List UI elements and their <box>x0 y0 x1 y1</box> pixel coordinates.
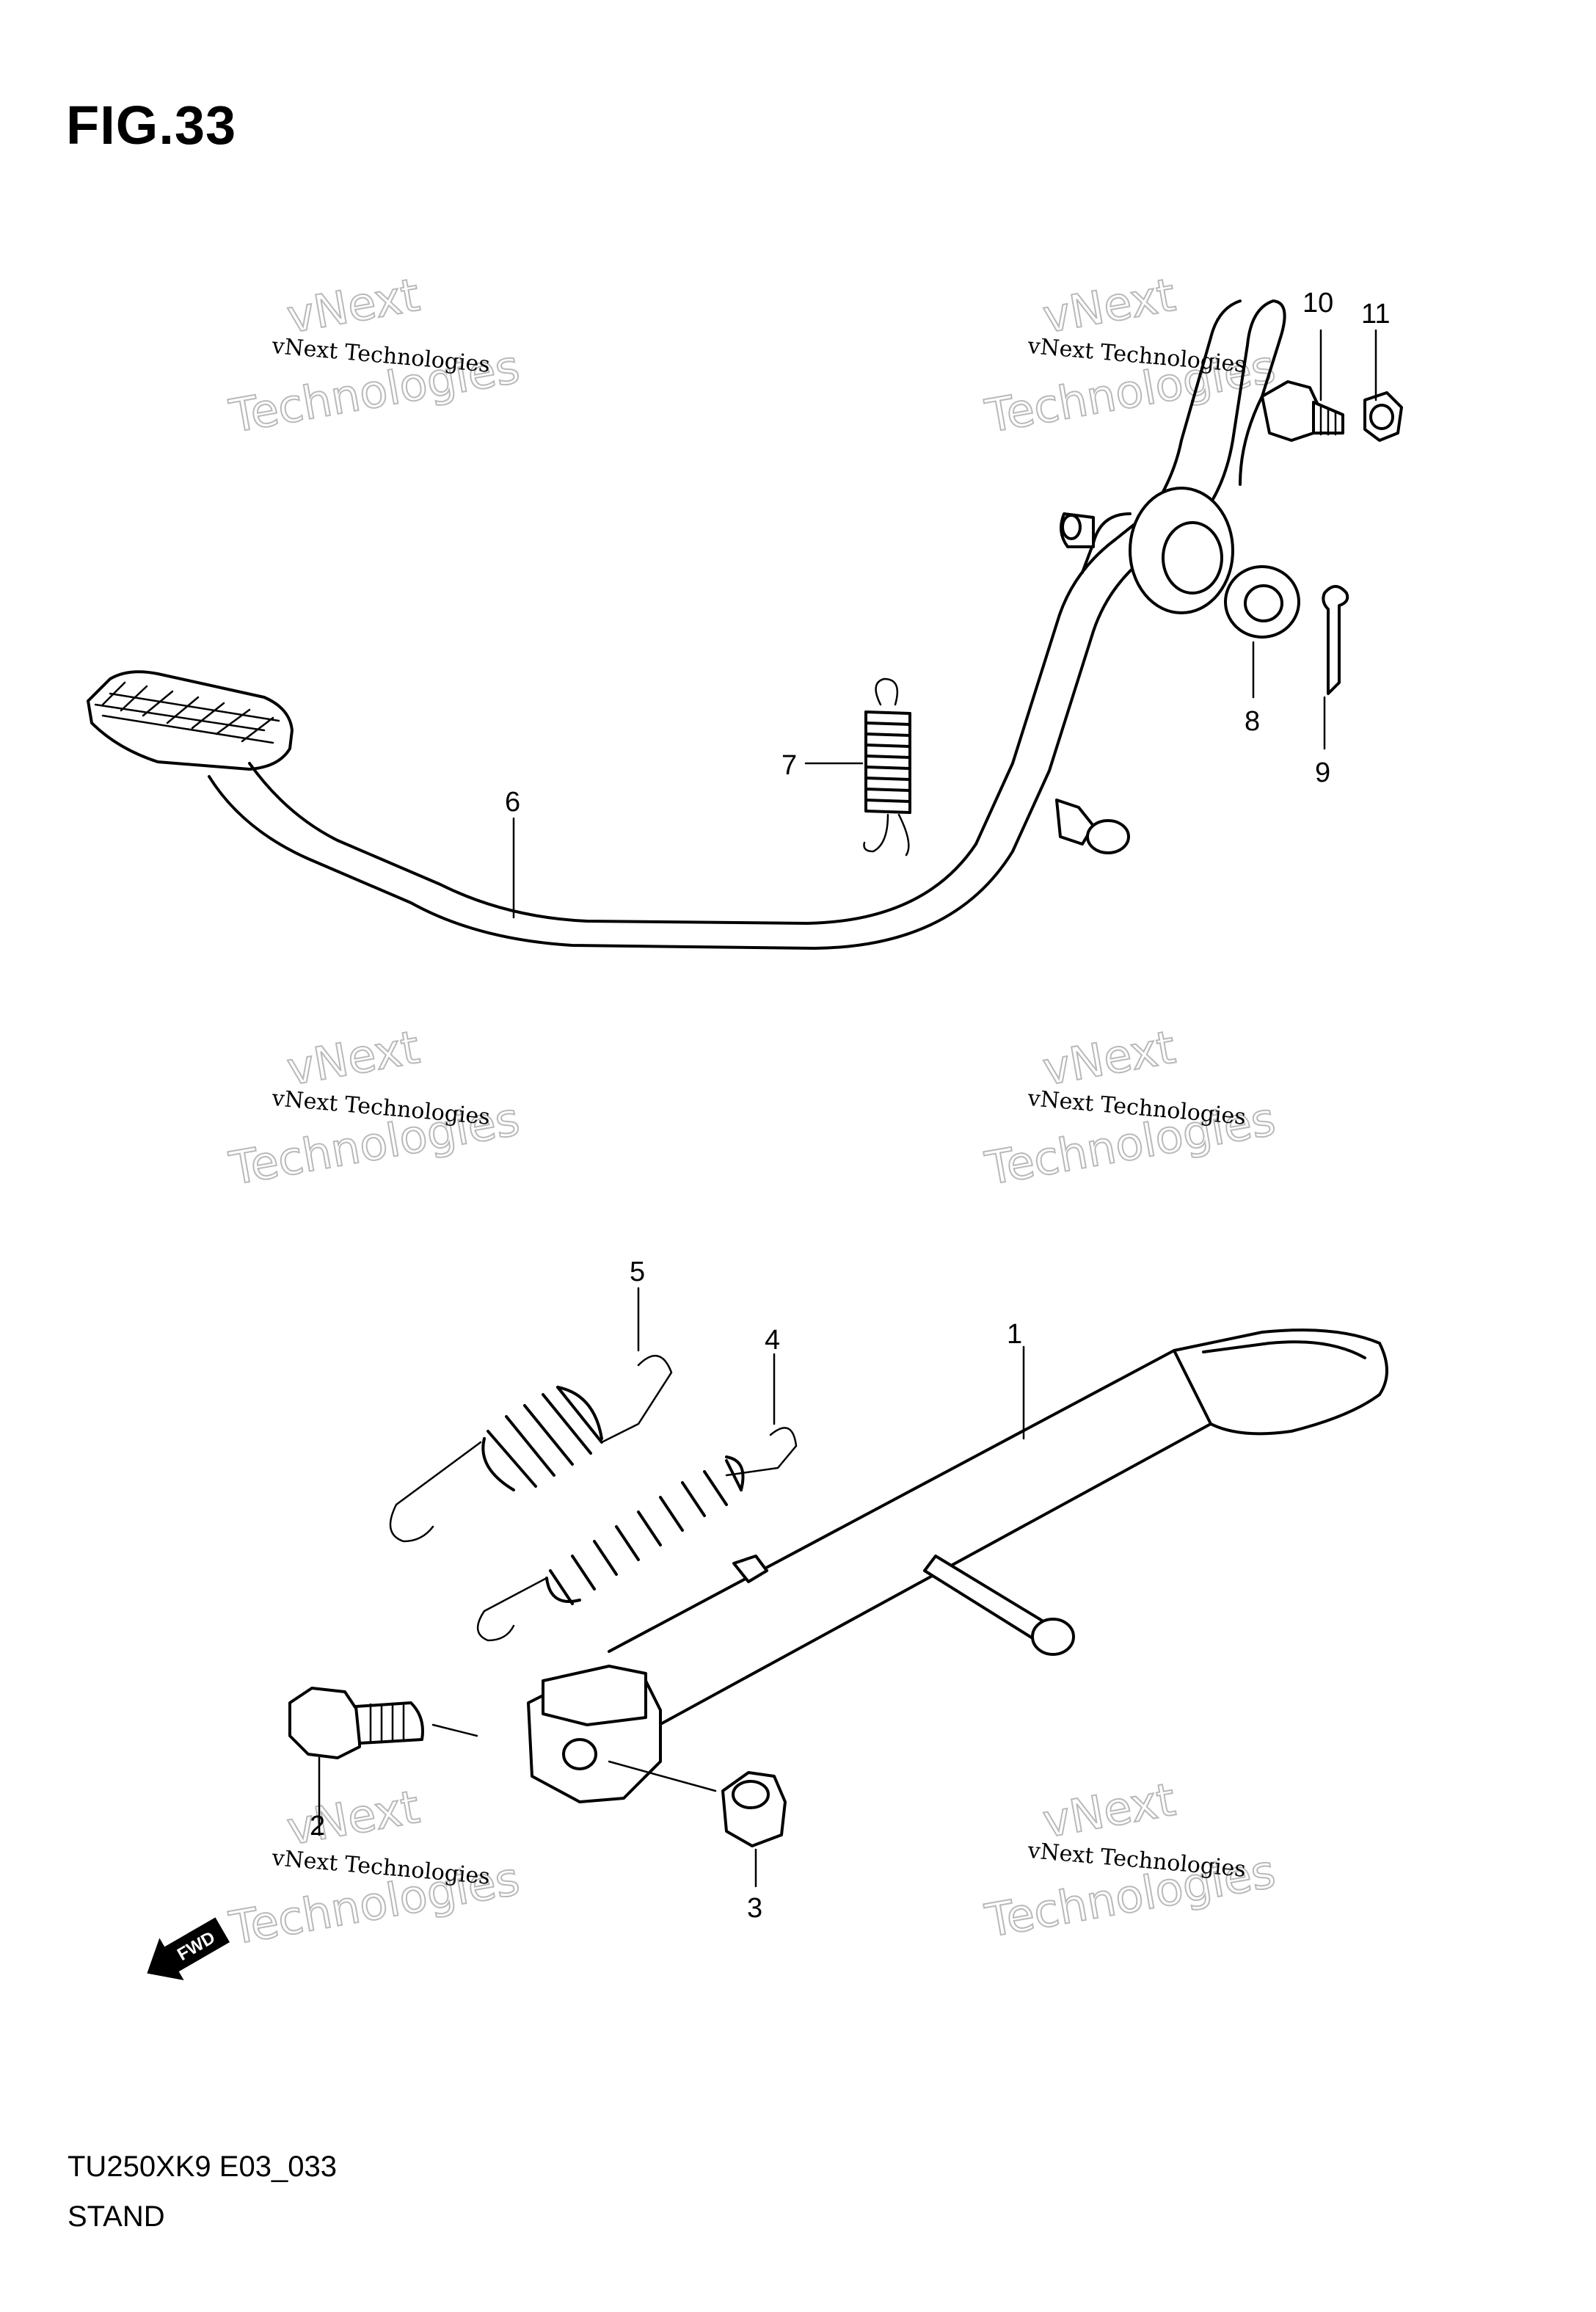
callout-4: 4 <box>765 1325 780 1356</box>
watermark: vNext Technologies vNext Technologies <box>980 1772 1280 1949</box>
watermark-big-top: vNext <box>1039 1773 1179 1848</box>
callout-9: 9 <box>1315 757 1330 788</box>
model-code: TU250XK9 E03_033 <box>68 2151 337 2183</box>
watermark: vNext Technologies vNext Technologies <box>980 1019 1280 1196</box>
part-1-side-stand <box>527 1328 1388 1803</box>
watermark-big-top: vNext <box>283 268 423 343</box>
part-11-nut <box>1363 391 1403 442</box>
callout-2: 2 <box>310 1811 325 1842</box>
watermark-big-top: vNext <box>283 1780 423 1855</box>
callouts: 1 2 3 4 5 6 7 8 9 10 11 <box>310 288 1390 1924</box>
callout-6: 6 <box>505 787 520 818</box>
watermark-big-top: vNext <box>1039 268 1179 343</box>
part-6-brake-pedal <box>87 299 1286 950</box>
part-9-cotter-pin <box>1322 585 1349 695</box>
watermark: vNext Technologies vNext Technologies <box>980 267 1280 444</box>
part-10-bolt <box>1261 380 1344 442</box>
watermark: vNext Technologies vNext Technologies <box>225 1019 524 1196</box>
watermark-big-top: vNext <box>283 1020 423 1096</box>
callout-3: 3 <box>747 1893 762 1924</box>
part-2-pivot-bolt <box>288 1687 478 1759</box>
callout-5: 5 <box>630 1257 645 1287</box>
part-8-washer <box>1224 565 1300 639</box>
callout-11: 11 <box>1361 299 1390 330</box>
callout-8: 8 <box>1245 706 1260 737</box>
part-7-spring <box>863 677 911 857</box>
callout-1: 1 <box>1007 1319 1022 1350</box>
figure-title: FIG.33 <box>66 95 237 156</box>
watermark-big-top: vNext <box>1039 1020 1179 1096</box>
part-5-spring <box>389 1354 673 1543</box>
watermark: vNext Technologies vNext Technologies <box>225 1779 524 1956</box>
part-4-spring <box>477 1427 798 1642</box>
callout-10: 10 <box>1302 288 1333 319</box>
section-name: STAND <box>68 2200 165 2233</box>
callout-7: 7 <box>781 750 797 781</box>
watermark-group: vNext Technologies vNext Technologies vN… <box>225 267 1280 1956</box>
leader-lines <box>318 329 1377 1888</box>
part-3-nut <box>608 1760 787 1847</box>
watermark: vNext Technologies vNext Technologies <box>225 267 524 444</box>
fwd-arrow-icon: FWD <box>147 1917 230 1981</box>
